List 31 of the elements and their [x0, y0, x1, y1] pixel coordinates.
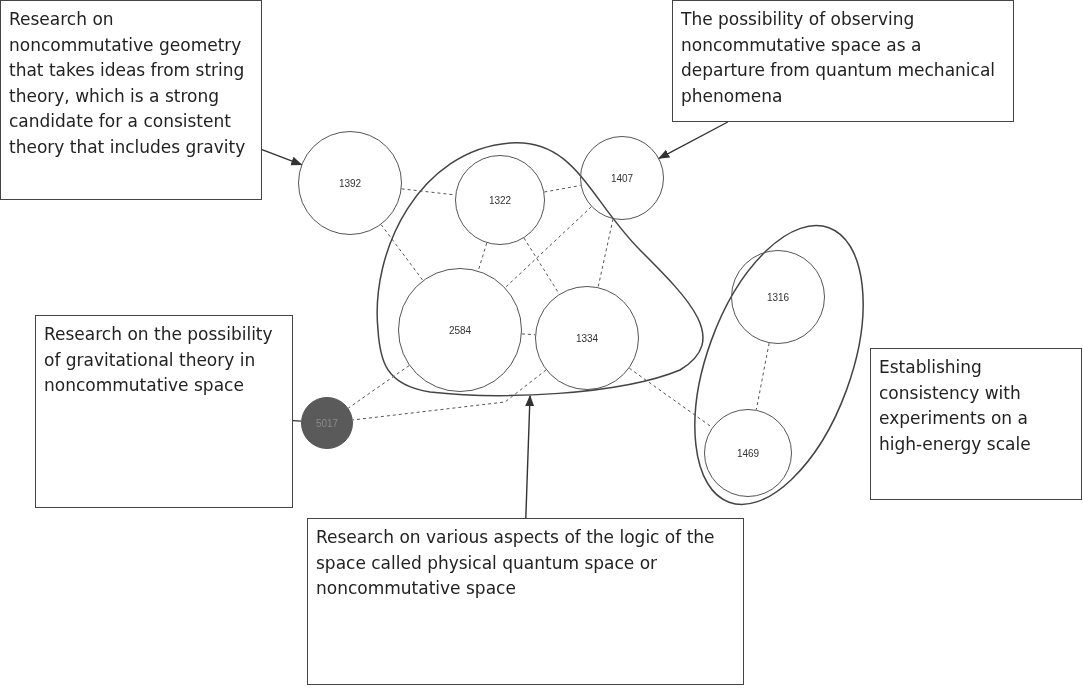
text-box	[307, 518, 744, 685]
text-box	[672, 0, 1014, 122]
note-text: Research on the possibility of gravitational theory in noncommutative space	[44, 323, 274, 397]
note-text: Research on various aspects of the logic of the space called physical quantum space or noncommutative space	[316, 526, 716, 600]
dashed-link	[504, 206, 592, 289]
dashed-link	[347, 365, 410, 409]
filled-circle	[301, 397, 353, 449]
dashed-link	[352, 369, 547, 421]
node-number: 2584	[448, 324, 472, 336]
node-number: 1334	[575, 332, 599, 344]
text-box	[870, 348, 1082, 500]
text-box	[0, 0, 262, 200]
dashed-link	[521, 333, 536, 336]
dashed-link	[597, 218, 614, 288]
node-number: 1392	[338, 177, 362, 189]
note-text: Establishing consistency with experiments on a high-energy scale	[879, 356, 1032, 456]
dashed-link	[543, 184, 582, 193]
dashed-link	[755, 342, 770, 411]
text-box	[35, 315, 293, 508]
dashed-link	[380, 224, 424, 281]
node-number: 1316	[766, 291, 790, 303]
dashed-link	[628, 367, 713, 428]
note-text: The possibility of observing noncommutative space as a departure from quantum mechanical phenomena	[681, 8, 997, 108]
node-number: 1407	[610, 172, 634, 184]
arrow	[261, 148, 303, 166]
dashed-link	[477, 242, 488, 272]
arrow	[658, 121, 729, 160]
arrow	[525, 394, 535, 519]
note-text: Research on noncommutative geometry that takes ideas from string theory, which is a strong candidate for a consistent theory that includes gravity	[9, 8, 247, 159]
node-number: 1322	[488, 194, 512, 206]
node-number: 1469	[736, 447, 760, 459]
